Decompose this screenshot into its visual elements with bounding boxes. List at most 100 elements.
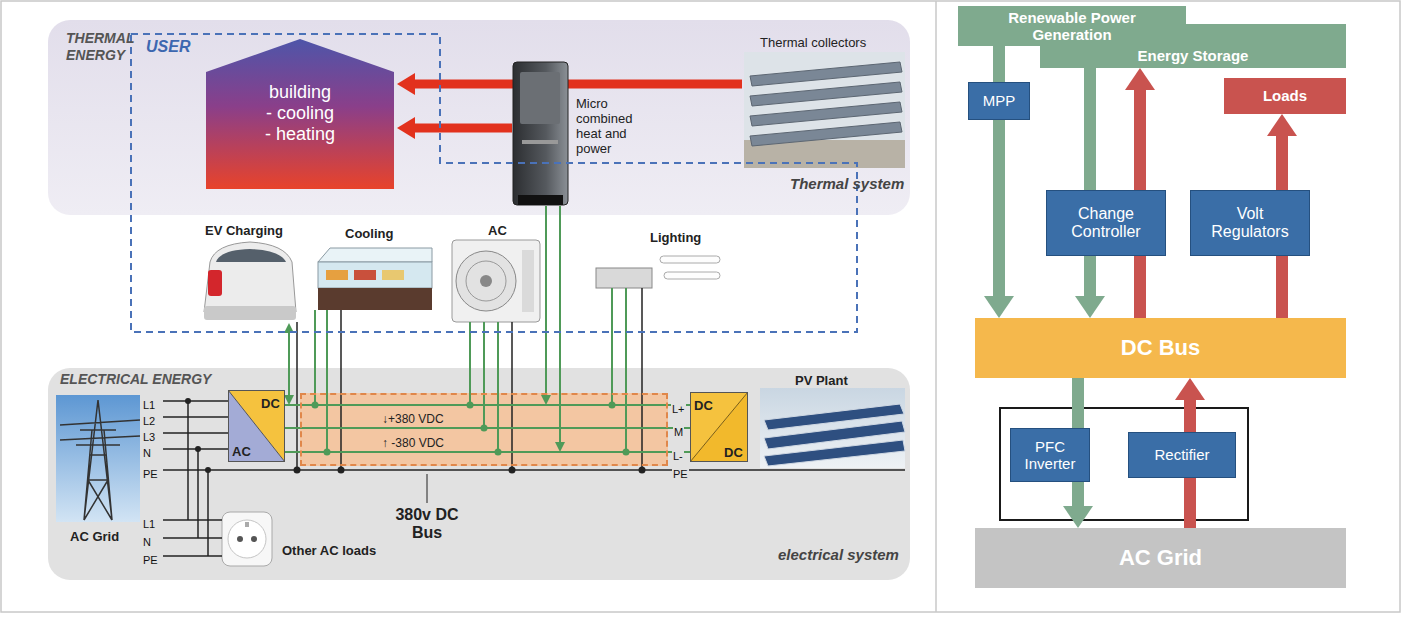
wall-socket-photo [251, 536, 257, 542]
flow-arrow [1184, 478, 1196, 528]
cooling-case-photo [318, 262, 432, 288]
box-label: MPP [983, 92, 1016, 109]
ac-dc-converter: DC AC [228, 390, 285, 462]
lighting-photo [664, 272, 720, 279]
dc-wire [545, 206, 547, 397]
dc-dc-converter: DC DC [690, 392, 748, 462]
ev-car-photo [216, 249, 286, 262]
user-boundary-outline [131, 34, 857, 332]
box-label: Change Controller [1055, 205, 1157, 242]
pole-label: PE [672, 468, 689, 480]
system-label: Thermal system [790, 175, 904, 193]
converter-side: AC [232, 444, 251, 459]
ev-car-photo [208, 270, 222, 296]
ev-car-photo [204, 306, 296, 320]
text-anchor: DC [261, 394, 280, 412]
thermal-collectors-photo [750, 82, 902, 106]
ac-unit-photo [466, 261, 506, 301]
building-house: building - cooling - heating [205, 38, 395, 190]
pv-plant-photo [760, 388, 905, 468]
lighting-photo [596, 268, 652, 288]
device-label: Micro combined heat and power [576, 96, 656, 156]
converter-box: Rectifier [1128, 432, 1236, 478]
wall-socket-photo [222, 512, 272, 566]
lighting-photo [660, 256, 720, 263]
dc-wire [285, 206, 690, 452]
flow-arrow [1072, 378, 1084, 428]
text-anchor: Other AC loads [282, 541, 376, 559]
grid-pylon-photo [56, 395, 140, 522]
text-anchor: building - cooling - heating [264, 82, 336, 145]
pole-label: L- [672, 450, 684, 462]
flow-arrow [1084, 256, 1096, 298]
ac-wire [511, 322, 513, 470]
bus-voltage: ↓+380 VDC [380, 412, 446, 426]
cooling-case-photo [318, 288, 432, 310]
flow-arrow [1072, 482, 1084, 508]
dc-wire [285, 404, 690, 406]
cooling-case-photo [354, 270, 376, 280]
ac-wire [163, 537, 222, 539]
band-heading: ELECTRICAL ENERGY [60, 371, 260, 388]
converter-box: Volt Regulators [1190, 190, 1310, 256]
wire-junction [324, 449, 331, 456]
text-anchor: L1 [143, 514, 155, 532]
ac-unit-photo [452, 240, 540, 322]
ac-wire [187, 401, 189, 520]
converter-side: DC [724, 445, 743, 460]
load-label: Cooling [345, 226, 393, 241]
dc-dc-converter-outline [690, 392, 748, 462]
ac-wire [163, 555, 222, 557]
text-anchor: PE [143, 550, 158, 568]
ac-wire [296, 322, 298, 470]
bus-label: 380v DC Bus [388, 506, 466, 542]
cooling-case-photo [318, 248, 432, 310]
converter-box: MPP [968, 82, 1030, 120]
text-anchor: AC Grid [70, 527, 119, 545]
text-anchor: L1 [143, 395, 155, 413]
wire-junction [623, 449, 630, 456]
dc-dc-converter-outline [691, 393, 748, 462]
wire-junction [185, 398, 191, 404]
text-anchor: AC [488, 221, 507, 239]
dc-wire [483, 322, 485, 428]
ac-dc-converter-outline [228, 390, 285, 462]
flow-arrow [1084, 68, 1096, 190]
phase-label: N [143, 447, 151, 459]
converter-side: DC [261, 396, 280, 411]
text-anchor: PE [672, 464, 689, 482]
dc-wire [314, 310, 316, 405]
wire-junction [294, 467, 301, 474]
dc-bus-region: ↓+380 VDC↑ -380 VDC [300, 393, 668, 466]
phase-label: PE [143, 468, 158, 480]
box-label: Renewable Power Generation [997, 9, 1147, 44]
grid-pylon-photo [60, 400, 140, 520]
building-house-outline [206, 39, 394, 189]
micro-chp-unit [520, 72, 560, 124]
electrical-band: ELECTRICAL ENERGY electrical system DC AC ↓+… [48, 368, 910, 580]
box-label: DC Bus [1121, 335, 1200, 360]
load-box: Loads [1224, 78, 1346, 114]
ac-wire [427, 474, 428, 503]
ac-dc-converter-outline [228, 390, 285, 462]
text-anchor: M [673, 422, 684, 440]
wall-socket-photo [228, 520, 266, 558]
text-anchor: L2 [143, 411, 155, 429]
text-anchor: electrical system [778, 546, 899, 564]
wall-socket-photo [245, 522, 249, 527]
micro-chp-unit [522, 140, 558, 144]
wire-junction [639, 467, 646, 474]
text-anchor: ↓+380 VDC [380, 409, 446, 427]
text-anchor: DC [694, 396, 713, 414]
cooling-case-photo [382, 270, 404, 280]
load-label: EV Charging [205, 223, 283, 238]
text-anchor: L+ [671, 399, 686, 417]
cooling-case-photo [318, 248, 432, 262]
dc-dc-converter-outline [690, 392, 748, 462]
text-anchor: EV Charging [205, 221, 283, 239]
text-anchor: 380v DC Bus [388, 506, 466, 542]
grid-pylon-photo [56, 395, 140, 522]
flow-arrow [1276, 134, 1288, 190]
